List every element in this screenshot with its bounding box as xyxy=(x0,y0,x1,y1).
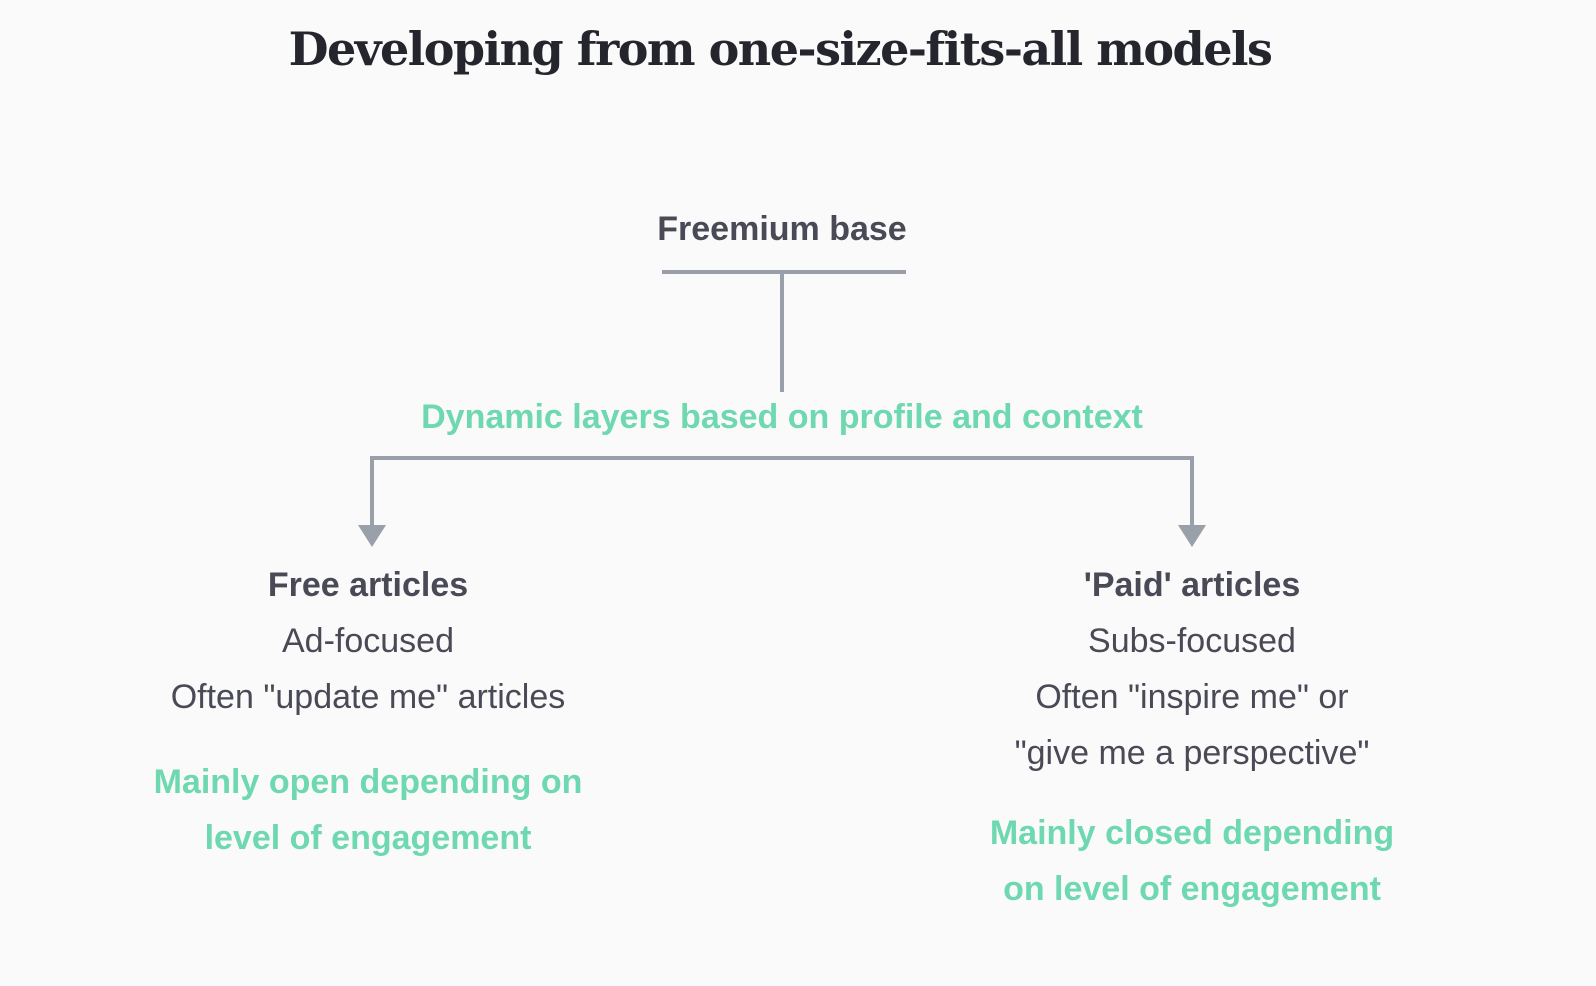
right-branch-title: 'Paid' articles xyxy=(1083,566,1301,604)
left-arrowhead xyxy=(358,525,386,547)
right-branch-note: Mainly closed depending xyxy=(989,814,1395,852)
left-branch-note: level of engagement xyxy=(204,819,532,857)
left-branch-title: Free articles xyxy=(267,566,469,604)
middle-layer-label: Dynamic layers based on profile and cont… xyxy=(421,398,1143,436)
left-branch-line: Ad-focused xyxy=(282,622,454,660)
right-branch-line: Subs-focused xyxy=(1088,622,1296,660)
root-node-label: Freemium base xyxy=(657,210,907,248)
right-branch-line: Often "inspire me" or xyxy=(1035,678,1349,716)
right-branch-note: on level of engagement xyxy=(1003,870,1381,908)
left-branch-line: Often "update me" articles xyxy=(170,678,566,716)
branch-connector xyxy=(370,456,1194,527)
right-branch-line: "give me a perspective" xyxy=(1014,734,1370,772)
left-branch-note: Mainly open depending on xyxy=(153,763,583,801)
right-arrowhead xyxy=(1178,525,1206,547)
page-title: Developing from one-size-fits-all models xyxy=(288,22,1273,76)
